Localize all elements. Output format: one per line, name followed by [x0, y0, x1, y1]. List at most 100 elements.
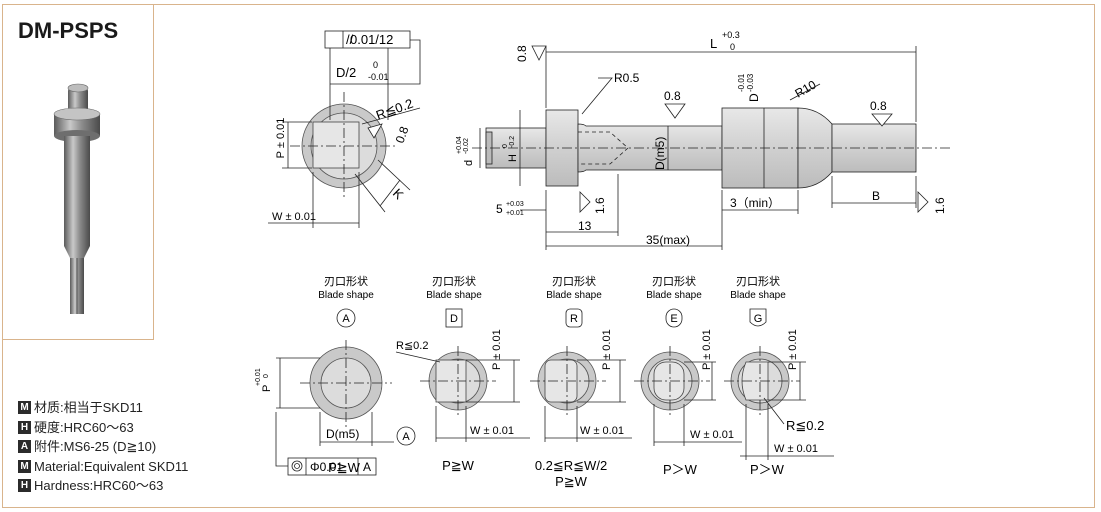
w-tol-d: W ± 0.01	[470, 425, 514, 437]
a-ref-label: A	[402, 431, 410, 443]
d-half-upper: 0	[373, 60, 378, 70]
blade-en-g: Blade shape	[730, 290, 786, 301]
thirteen-label: 13	[578, 219, 592, 233]
l-upper: +0.3	[722, 30, 740, 40]
pin-illustration	[53, 83, 101, 314]
blade-shape-d	[395, 346, 530, 442]
d-half-label: D/2	[336, 65, 356, 80]
r-le-d: R≦0.2	[396, 340, 428, 352]
spec-text: Hardness:HRC60～63	[34, 478, 164, 493]
roughness-end-view: 0.8	[393, 124, 412, 145]
spec-text: Material:Equivalent SKD11	[34, 458, 189, 474]
p-a-upper: +0.01	[255, 368, 262, 386]
roughness-mid: 0.8	[664, 89, 681, 103]
spec-text: 附件:MS6-25 (D≧10)	[34, 439, 157, 454]
blade-cn-d: 刃口形状	[432, 274, 476, 288]
p-tol-e: P ± 0.01	[701, 329, 713, 370]
p-tol-d: P ± 0.01	[491, 329, 503, 370]
d-half-lower: -0.01	[368, 72, 389, 82]
concentric-value: Φ0.01	[310, 460, 343, 474]
spec-text: 材质:相当于SKD11	[34, 400, 143, 415]
blade-shape-headers: 刃口形状 Blade shape A 刃口形状 Blade shape D 刃口…	[318, 274, 786, 328]
small-d-lower: -0.02	[463, 138, 470, 154]
blade-cn-a: 刃口形状	[324, 274, 368, 288]
blade-cn-e: 刃口形状	[652, 274, 696, 288]
p-tol-g: P ± 0.01	[787, 329, 799, 370]
p-a-label: P	[261, 385, 273, 392]
concentric-ref: A	[363, 460, 371, 474]
blade-en-r: Blade shape	[546, 290, 602, 301]
spec-badge: H	[18, 420, 31, 434]
three-min-label: 3（min）	[730, 196, 780, 210]
side-view	[472, 45, 952, 250]
spec-badge: H	[18, 479, 31, 493]
r10-label: R10	[793, 77, 819, 100]
note-g: P＞W	[750, 462, 785, 477]
r-tolerance-label: R≦0.2	[374, 96, 415, 123]
roughness-right: 0.8	[870, 99, 887, 113]
blade-shape-e	[634, 346, 742, 446]
b-label: B	[872, 189, 880, 203]
spec-badge: A	[18, 440, 31, 454]
roughness-16a: 1.6	[593, 197, 607, 214]
w-tol-e: W ± 0.01	[690, 429, 734, 441]
blade-en-e: Blade shape	[646, 290, 702, 301]
note-d: P≧W	[442, 458, 475, 473]
h-upper: 0	[502, 144, 509, 148]
roughness-16b: 1.6	[933, 197, 947, 214]
blade-en-d: Blade shape	[426, 290, 482, 301]
blade-code-a: A	[342, 313, 350, 325]
r-le-g: R≦0.2	[786, 418, 824, 433]
spec-text: 硬度:HRC60～63	[34, 419, 134, 435]
w-tol-g: W ± 0.01	[774, 443, 818, 455]
spec-badge: M	[18, 401, 31, 415]
p-tolerance-label: P ± 0.01	[275, 118, 287, 159]
h-lower: -0.2	[509, 136, 516, 148]
p-a-lower: 0	[263, 374, 270, 378]
w-tolerance-label: W ± 0.01	[272, 211, 316, 223]
spec-badge: M	[18, 459, 31, 473]
parallel-value: 0.01/12	[350, 32, 393, 47]
note-r-2: P≧W	[555, 474, 588, 489]
blade-code-r: R	[570, 313, 578, 325]
dm5-side-label: D(m5)	[653, 137, 667, 170]
k-label: K	[390, 186, 407, 203]
product-image-panel	[2, 4, 154, 340]
blade-code-e: E	[670, 313, 677, 325]
five-label: 5	[496, 202, 503, 216]
five-upper: +0.03	[506, 201, 524, 208]
five-lower: +0.01	[506, 210, 524, 217]
d-upper: -0.01	[737, 73, 746, 92]
blade-en-a: Blade shape	[318, 290, 374, 301]
blade-code-g: G	[754, 313, 763, 325]
blade-shape-g	[724, 346, 834, 460]
h-label: H	[507, 154, 519, 162]
note-e: P＞W	[663, 462, 698, 477]
blade-cn-r: 刃口形状	[552, 274, 596, 288]
end-view	[268, 30, 421, 228]
r05-label: R0.5	[614, 71, 640, 85]
blade-cn-g: 刃口形状	[736, 274, 780, 288]
note-a: P≧W	[328, 460, 361, 475]
p-tol-r: P ± 0.01	[601, 329, 613, 370]
blade-shape-r	[530, 346, 632, 442]
drawing-frame	[2, 4, 1095, 508]
dm5-a-label: D(m5)	[326, 427, 359, 441]
small-d-upper: +0.04	[456, 136, 463, 154]
roughness-left: 0.8	[515, 45, 529, 62]
blade-code-d: D	[450, 313, 458, 325]
d-lower: -0.03	[746, 73, 755, 92]
thirty-five-label: 35(max)	[646, 233, 690, 247]
l-lower: 0	[730, 42, 735, 52]
model-title: DM-PSPS	[18, 18, 119, 43]
l-label: L	[710, 36, 717, 51]
w-tol-r: W ± 0.01	[580, 425, 624, 437]
d-label: D	[747, 93, 761, 102]
